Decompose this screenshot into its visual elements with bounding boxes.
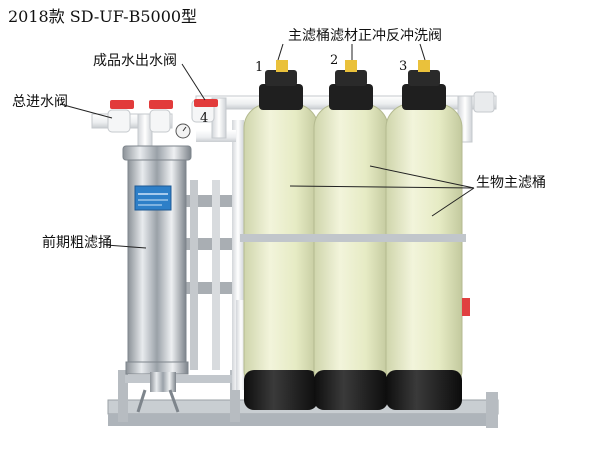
tank-2 xyxy=(313,60,389,410)
label-main-valve: 主滤桶滤材正冲反冲洗阀 xyxy=(288,28,442,44)
side-valve xyxy=(462,298,470,316)
tank-1 xyxy=(243,60,319,410)
marker-4: 4 xyxy=(200,111,209,126)
marker-3: 3 xyxy=(399,59,408,74)
label-inlet-valve: 总进水阀 xyxy=(12,94,68,110)
inlet-valve xyxy=(107,100,173,133)
pressure-gauge xyxy=(175,123,191,139)
leader-lines xyxy=(59,43,475,249)
label-prefilter: 前期粗滤捅 xyxy=(42,235,112,251)
product-title: 2018款 SD-UF-B5000型 xyxy=(8,7,198,26)
prefilter-housing xyxy=(122,145,192,413)
outlet-valve xyxy=(191,99,218,123)
label-bio-tank: 生物主滤桶 xyxy=(476,175,546,191)
tank-3 xyxy=(385,60,463,410)
label-outlet-valve: 成品水出水阀 xyxy=(93,53,177,69)
marker-1: 1 xyxy=(255,60,264,75)
marker-2: 2 xyxy=(330,53,339,68)
camera-watermark: L CAMERA xyxy=(112,431,178,445)
tank-strap xyxy=(240,234,466,242)
